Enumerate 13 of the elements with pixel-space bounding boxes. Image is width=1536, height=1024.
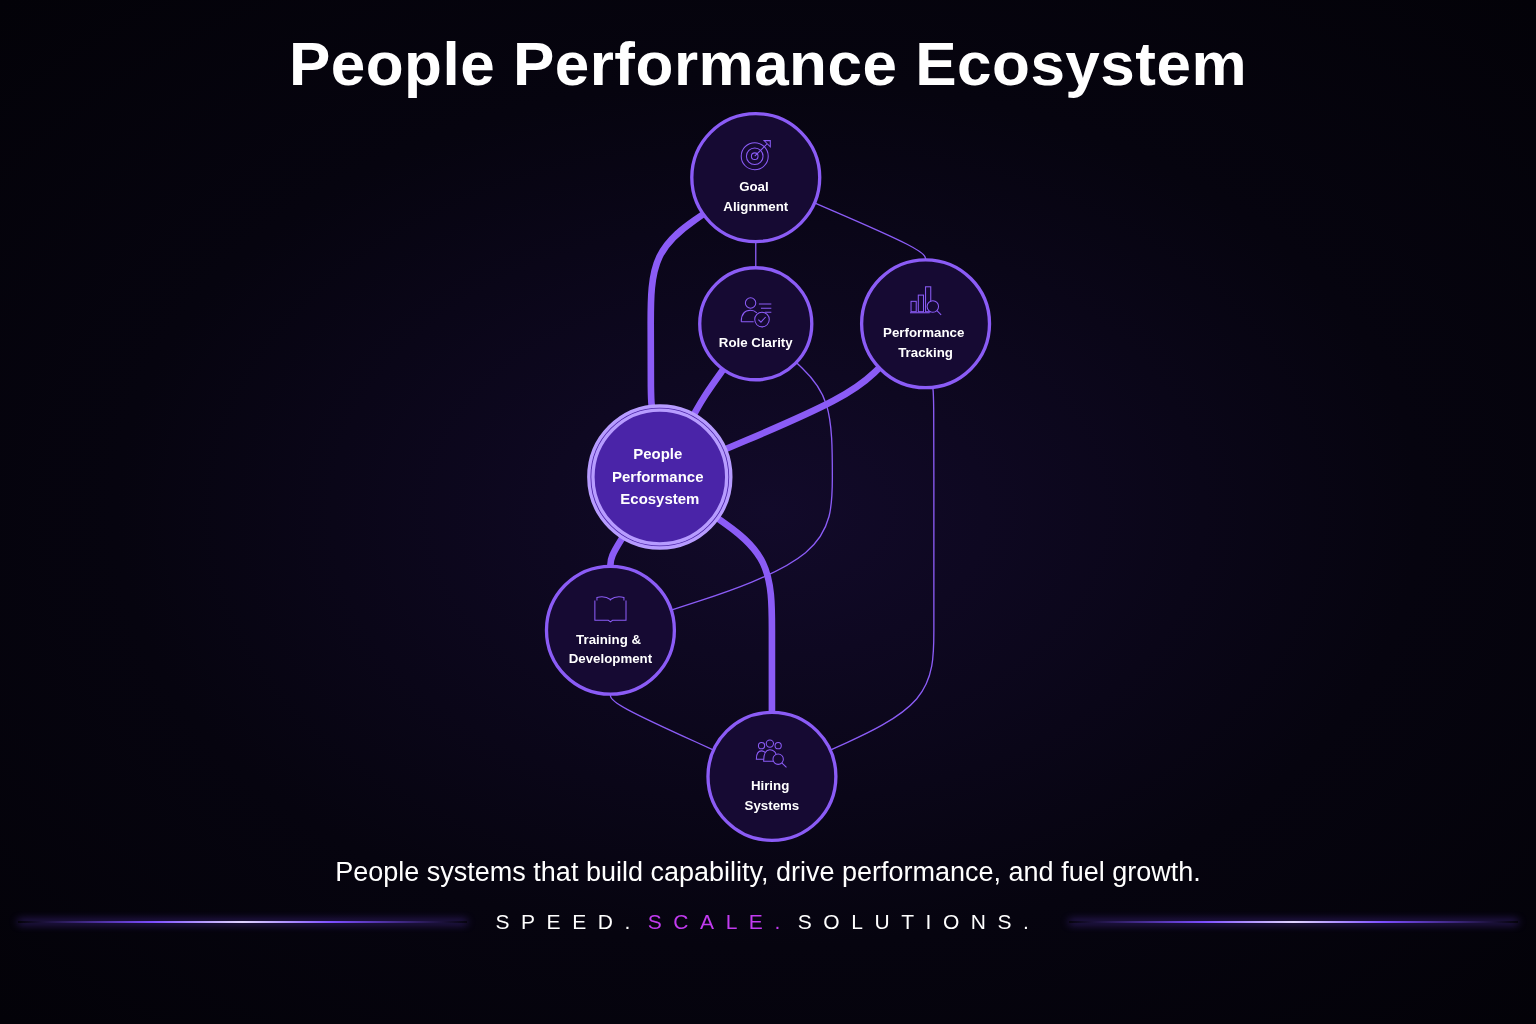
tagline-text: SPEED. [495, 910, 642, 935]
node-circle: Goal Alignment [690, 112, 822, 244]
title: People Performance Ecosystem [288, 28, 1248, 100]
node-circle: Hiring Systems [706, 711, 838, 843]
tagline-text: SCALE. [647, 910, 792, 935]
connector [690, 367, 726, 417]
node-circle: Training & Development [544, 564, 677, 697]
node-circle: People Performance Ecosystem [587, 404, 733, 550]
tagline-text: SOLUTIONS. [797, 910, 1041, 935]
connector [755, 241, 757, 269]
node-circle: Performance Tracking [859, 258, 992, 390]
caption: People systems that build capability, drive performance, and fuel growth. [335, 856, 1201, 890]
node-circle: Role Clarity [698, 266, 814, 382]
